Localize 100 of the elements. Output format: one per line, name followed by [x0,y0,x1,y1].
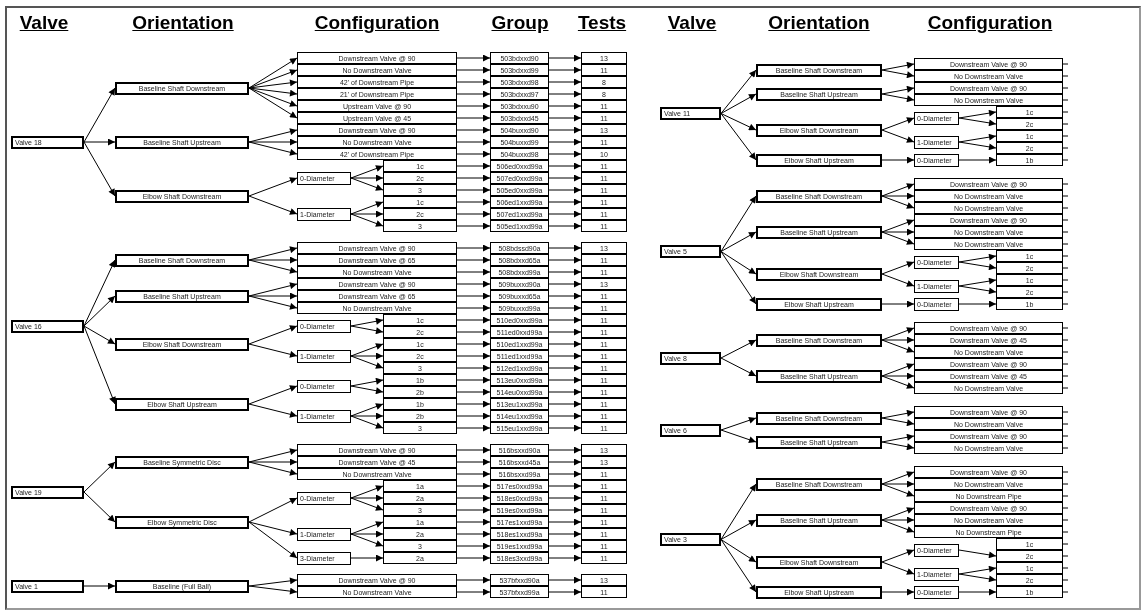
arrow [456,222,491,230]
arrow [548,576,582,584]
arrow [958,565,997,575]
arrow [881,409,915,419]
arrow [720,483,757,540]
arrow [456,576,491,584]
arrow [456,554,491,562]
arrow [881,417,915,427]
arrow [720,539,757,593]
arrow [548,222,582,230]
arrow [548,114,582,122]
arrow [350,497,384,511]
arrow [881,549,915,563]
arrow [881,588,915,596]
arrow [548,210,582,218]
arrow [548,54,582,62]
arrow [548,256,582,264]
arrow [456,458,491,466]
arrow [958,156,997,164]
arrow [350,201,384,215]
arrow [350,554,384,562]
arrow [248,57,298,89]
arrow [720,69,757,114]
arrow [248,79,298,89]
arrow [548,150,582,158]
arrow [456,518,491,526]
arrow [248,325,298,345]
arrow [548,304,582,312]
arrow [548,506,582,514]
arrow [456,268,491,276]
column-heading: Orientation [768,12,870,34]
arrow [548,78,582,86]
arrow [548,470,582,478]
arrow [456,340,491,348]
arrow [248,295,298,310]
arrow [881,219,915,233]
arrow [881,561,915,575]
arrow [248,282,298,297]
arrow [456,494,491,502]
arrow [248,141,298,156]
arrow [456,162,491,170]
arrow [456,388,491,396]
arrow [881,129,915,143]
arrow [548,388,582,396]
arrow [548,174,582,182]
arrow [456,210,491,218]
arrow [720,519,757,540]
arrow [456,186,491,194]
arrow [456,542,491,550]
arrow [83,325,116,345]
arrow [958,133,997,143]
arrow [248,403,298,418]
arrow [958,285,997,295]
arrow [456,482,491,490]
arrow [456,364,491,372]
arrow [248,177,298,197]
column-heading: Configuration [314,12,440,34]
arrow [720,195,757,252]
arrow [83,141,116,197]
arrow [456,280,491,288]
arrow [720,416,757,431]
column-heading: Configuration [927,12,1053,34]
arrow [456,470,491,478]
column-heading: Orientation [132,12,234,34]
arrow [456,304,491,312]
arrow [548,126,582,134]
column-heading: Tests [577,12,627,34]
arrow [881,375,915,389]
arrow [83,491,116,523]
arrow [350,213,384,227]
arrow [881,156,915,164]
arrow [881,261,915,275]
arrow [548,400,582,408]
arrow [958,141,997,151]
arrow [456,138,491,146]
arrow [456,376,491,384]
arrow [548,66,582,74]
arrow [350,325,384,335]
arrow [881,117,915,131]
arrow [83,87,116,143]
arrow [958,253,997,263]
arrow [248,87,298,119]
arrow [958,549,997,559]
arrow [350,521,384,535]
arrow [456,90,491,98]
arrow [456,102,491,110]
arrow [456,174,491,182]
arrow [548,340,582,348]
arrow [548,554,582,562]
arrow [248,461,298,476]
arrow [720,251,757,275]
arrow [248,259,298,274]
arrow [548,90,582,98]
arrow [83,259,116,327]
arrow [248,585,298,595]
arrow [548,482,582,490]
arrow [881,61,915,71]
arrow [350,377,384,387]
arrow [881,363,915,377]
arrow [456,244,491,252]
